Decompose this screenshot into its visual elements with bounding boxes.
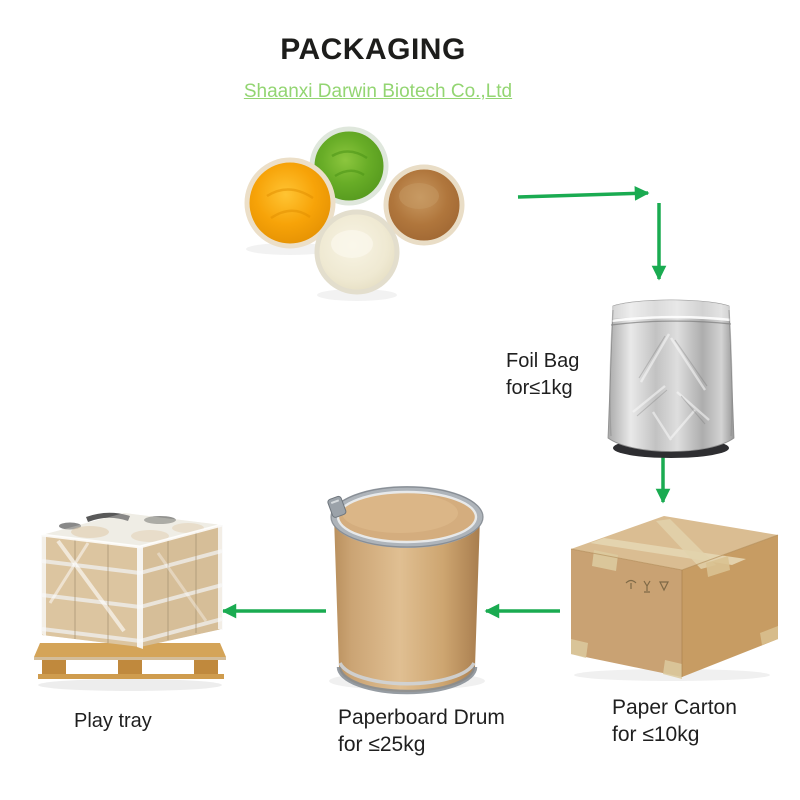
paperboard-drum-label: Paperboard Drum for ≤25kg: [338, 704, 505, 758]
paperboard-drum-label-capacity: for ≤25kg: [338, 733, 426, 756]
corner-protector: [137, 547, 143, 649]
paper-carton-label-title: Paper Carton: [612, 696, 737, 719]
paper-carton-label: Paper Carton for ≤10kg: [612, 694, 737, 748]
carton-top-face: [571, 516, 778, 570]
powder-samples-image: [244, 126, 465, 301]
company-link-row: Shaanxi Darwin Biotech Co.,Ltd: [78, 81, 678, 103]
orange-powder-bowl: [244, 157, 336, 249]
play-tray-label-title: Play tray: [74, 710, 152, 732]
company-link[interactable]: Shaanxi Darwin Biotech Co.,Ltd: [243, 81, 513, 102]
drum-bottom-rim: [336, 666, 478, 695]
drum-body: [334, 517, 480, 692]
foil-bag-label-title: Foil Bag: [506, 350, 580, 372]
foil-bag-image: [607, 299, 735, 458]
page-title: PACKAGING: [280, 33, 466, 66]
foil-bag-label: Foil Bag for≤1kg: [506, 348, 579, 402]
paper-carton-label-capacity: for ≤10kg: [612, 723, 700, 746]
paperboard-drum-label-title: Paperboard Drum: [338, 706, 505, 729]
carton-front-face: [571, 549, 682, 677]
carton-tape-cross: [656, 519, 716, 569]
arrow-powders-right: [517, 186, 650, 201]
paperboard-drum-image: [327, 486, 485, 695]
load-top: [42, 513, 222, 547]
bag-zip-seal: [610, 315, 732, 323]
pallet-deck: [34, 643, 226, 657]
carton-side-face: [682, 535, 778, 677]
foil-bag-label-capacity: for≤1kg: [506, 377, 573, 399]
pallet-image: [34, 512, 226, 691]
drum-clamp: [327, 495, 347, 518]
paper-carton-image: [570, 516, 779, 681]
play-tray-label: Play tray: [74, 708, 152, 735]
carton-print-icons: [625, 579, 669, 593]
